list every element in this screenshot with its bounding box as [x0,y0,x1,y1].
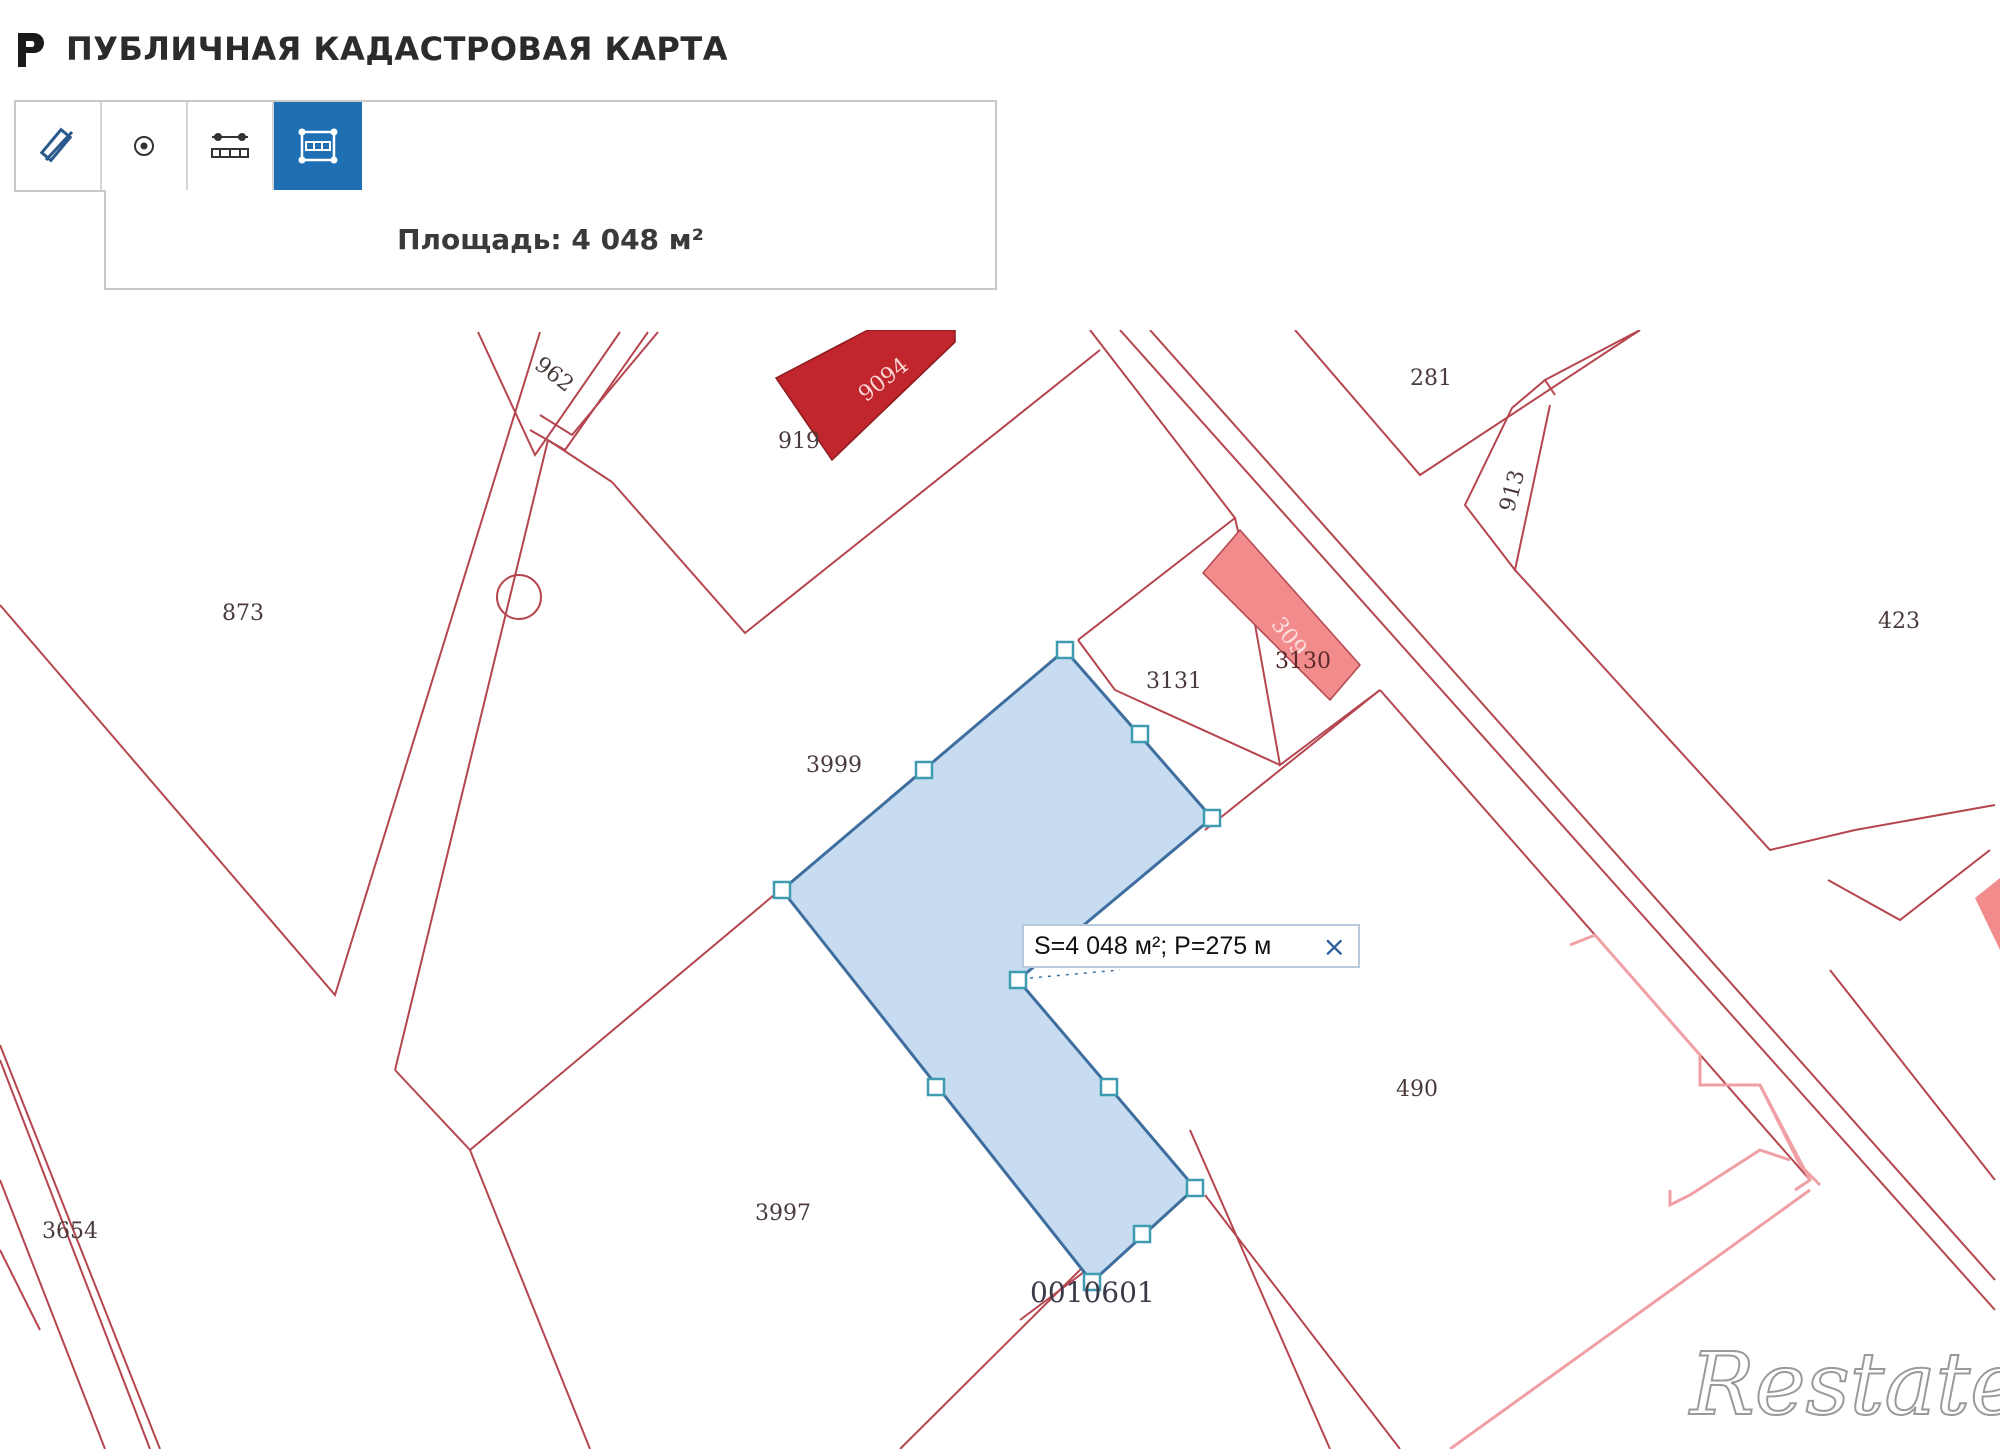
label-423: 423 [1878,609,1920,634]
label-3130: 3130 [1275,649,1331,674]
label-962: 962 [530,352,578,398]
tool-ruler-off[interactable] [16,102,102,190]
tool-distance[interactable] [188,102,274,190]
watermark-logo: Restate [1689,1334,2000,1436]
area-result-text: Площадь: 4 048 м² [397,222,704,256]
building-3130 [1201,528,1361,702]
measure-popup-text: S=4 048 м²; P=275 м [1034,931,1272,960]
label-3654: 3654 [42,1219,98,1244]
area-result-panel: Площадь: 4 048 м² [104,190,997,290]
distance-icon [211,133,249,158]
ruler-off-icon [39,127,74,163]
close-icon[interactable]: × [1322,930,1346,963]
parcel-873-boundary [0,331,541,998]
building-right-edge [1975,878,2000,950]
building-9094 [774,330,956,462]
label-quarter: 0010601 [1030,1276,1155,1309]
measure-popup: S=4 048 м²; P=275 м × [1022,924,1360,968]
area-measure-icon [298,128,338,164]
app-title: ПУБЛИЧНАЯ КАДАСТРОВАЯ КАРТА [66,30,728,68]
tool-area[interactable] [274,102,362,190]
label-913: 913 [1495,467,1530,514]
rosreestr-logo-icon [18,33,44,67]
label-3997: 3997 [755,1201,811,1226]
app-header: ПУБЛИЧНАЯ КАДАСТРОВАЯ КАРТА [14,24,728,74]
point-icon [134,136,154,156]
label-490: 490 [1396,1077,1438,1102]
measure-toolbar [14,100,997,192]
label-3999: 3999 [806,753,862,778]
label-919: 919 [778,429,820,454]
cadastral-map[interactable]: 962 9094 919 281 913 873 423 3131 309 31… [0,330,2000,1449]
tool-point[interactable] [102,102,188,190]
label-3131: 3131 [1146,669,1202,694]
label-281: 281 [1410,366,1452,391]
label-873: 873 [222,601,264,626]
